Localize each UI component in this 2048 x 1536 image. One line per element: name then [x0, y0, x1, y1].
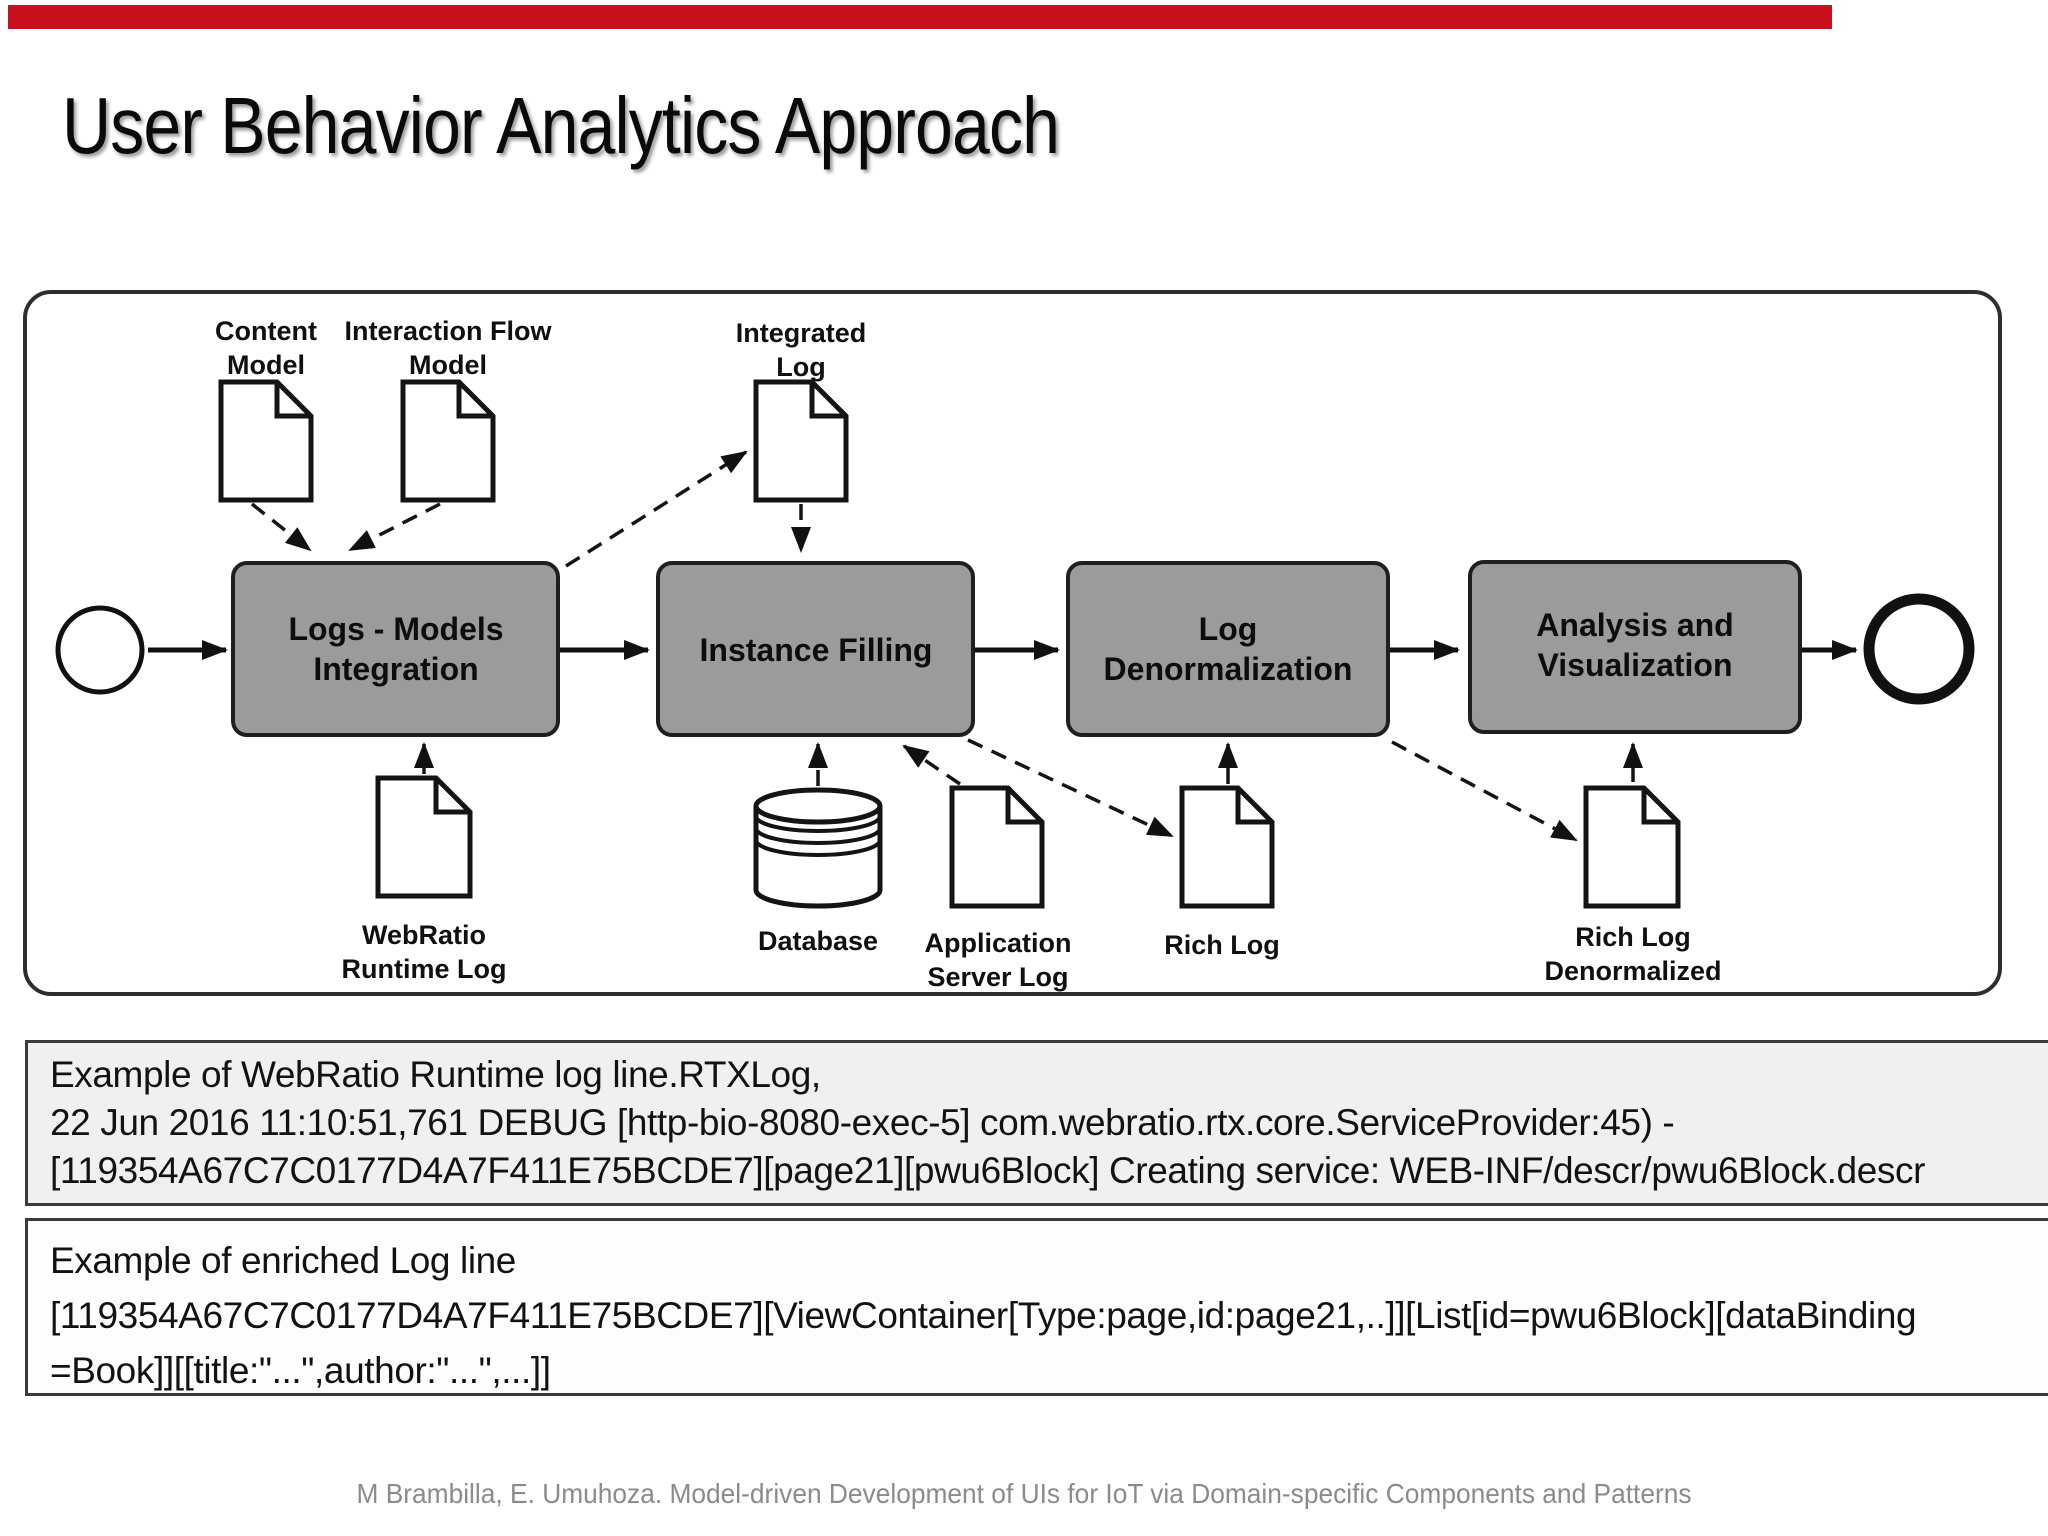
step-label: Instance Filling — [700, 632, 933, 668]
document-icon — [1583, 785, 1681, 909]
document-icon — [218, 379, 314, 503]
document-icon — [753, 379, 849, 503]
association-arrow — [967, 738, 1174, 838]
artifact-label: Model — [227, 350, 305, 380]
database-disk-line — [754, 839, 882, 857]
document-fold — [433, 778, 470, 815]
step-label: Visualization — [1537, 647, 1732, 683]
slide-title: User Behavior Analytics Approach — [62, 81, 1060, 170]
top-artifacts — [218, 379, 849, 503]
start-event-circle — [55, 605, 145, 695]
document-fold — [809, 382, 846, 419]
document-fold — [1235, 788, 1272, 825]
log-example-box-1: Example of WebRatio Runtime log line.RTX… — [25, 1040, 2048, 1206]
step-logs-models-integration — [231, 561, 560, 737]
artifact-label: Rich Log — [1164, 930, 1280, 960]
step-analysis-visualization — [1468, 560, 1802, 734]
log-line: Example of WebRatio Runtime log line.RTX… — [50, 1054, 821, 1095]
document-fold — [456, 382, 493, 419]
artifact-label: Server Log — [927, 962, 1068, 992]
association-arrow — [250, 502, 312, 552]
data-associations — [250, 450, 1643, 842]
document-icon — [949, 785, 1045, 909]
slide-footer-citation: M Brambilla, E. Umuhoza. Model-driven De… — [356, 1478, 1692, 1509]
document-fold — [1005, 788, 1042, 825]
document-icon — [1179, 785, 1275, 909]
artifact-label: WebRatio — [362, 920, 486, 950]
step-label: Integration — [313, 651, 478, 687]
artifact-label: Log — [776, 352, 825, 382]
document-icon — [375, 775, 473, 899]
artifact-label: Integrated — [736, 318, 867, 348]
diagram-panel — [23, 290, 2002, 996]
step-label: Denormalization — [1104, 651, 1353, 687]
artifact-label: Runtime Log — [342, 954, 507, 984]
log-example-box-2: Example of enriched Log line [119354A67C… — [25, 1218, 2048, 1396]
step-label: Log — [1199, 611, 1258, 647]
log-line: 22 Jun 2016 11:10:51,761 DEBUG [http-bio… — [50, 1102, 1675, 1143]
bottom-artifacts — [375, 775, 1681, 909]
artifact-label: Interaction Flow — [344, 316, 552, 346]
log-line: =Book]][[title:"...",author:"...",...]] — [50, 1350, 551, 1391]
slide-accent-bar — [8, 5, 1832, 29]
log-line: Example of enriched Log line — [50, 1240, 516, 1281]
step-label: Logs - Models — [288, 611, 503, 647]
artifact-label: Denormalized — [1544, 956, 1721, 986]
database-top — [753, 787, 883, 825]
association-arrow — [902, 744, 961, 786]
document-fold — [274, 382, 311, 419]
log-line: [119354A67C7C0177D4A7F411E75BCDE7][page2… — [50, 1150, 1926, 1191]
document-icon — [400, 379, 496, 503]
association-arrow — [565, 450, 748, 568]
end-event-circle — [1863, 593, 1975, 705]
association-arrow — [348, 502, 441, 552]
step-instance-filling — [656, 561, 975, 737]
step-log-denormalization — [1066, 561, 1390, 737]
document-fold — [1641, 788, 1678, 825]
artifact-label: Application — [925, 928, 1072, 958]
association-arrow — [1391, 740, 1578, 842]
step-label: Analysis and — [1536, 607, 1733, 643]
database-disk-line — [754, 815, 882, 833]
artifact-label: Database — [758, 926, 878, 956]
artifact-label: Content — [215, 316, 317, 346]
artifact-label: Model — [409, 350, 487, 380]
process-steps: Logs - Models Integration Instance Filli… — [231, 560, 1802, 737]
database-disk-line — [754, 827, 882, 845]
log-line: [119354A67C7C0177D4A7F411E75BCDE7][ViewC… — [50, 1295, 1917, 1336]
artifact-label: Rich Log — [1575, 922, 1691, 952]
